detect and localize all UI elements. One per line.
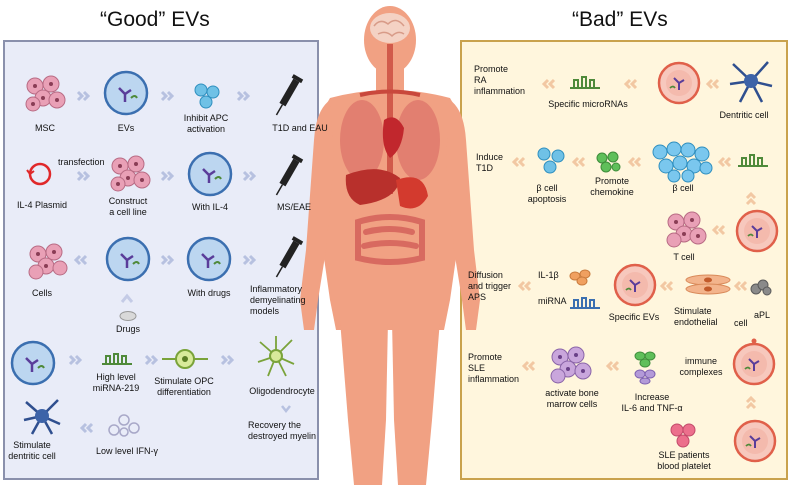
bad-evs-title: “Bad” EVs: [572, 8, 668, 31]
il1b-particles-icon: [569, 269, 591, 286]
immune-complexes-label: immune complexes: [679, 356, 723, 377]
microrna-icon: [570, 76, 600, 89]
ev-vesicle-icon: [10, 340, 56, 386]
oligodendrocyte-icon: [257, 336, 295, 377]
specific-ev-icon: [613, 263, 657, 307]
bad-ev-cell-icon: [735, 209, 779, 253]
stimulate-endothelial-label: Stimulate endothelial: [674, 306, 718, 327]
diffusion-aps-label: Diffusion and trigger APS: [468, 270, 512, 302]
specific-micrornas-label: Specific microRNAs: [548, 99, 628, 109]
increase-il6-label: Increase IL-6 and TNF-α: [621, 392, 683, 413]
cytokine-particles-icon: [634, 351, 656, 385]
t-cell-cluster-icon: [666, 211, 707, 248]
stomach-icon: [396, 177, 428, 209]
chevron-up-icon: [120, 293, 134, 303]
mirna-blue-icon: [570, 297, 600, 309]
activate-bone-marrow-label: activate bone marrow cells: [545, 388, 599, 409]
opc-cell-icon: [162, 349, 208, 369]
promote-sle-label: Promote SLE inflammation: [468, 352, 520, 384]
ifn-particles-icon: [108, 414, 140, 437]
bad-evs-panel: [460, 40, 788, 480]
high-mirna-label: High level miRNA-219: [92, 372, 140, 393]
drug-pill-icon: [119, 311, 137, 321]
msc-label: MSC: [35, 123, 55, 133]
bad-ev-cell-icon: [732, 338, 776, 386]
endothelial-cell-icon: [685, 274, 731, 295]
dendritic-cell-icon: [729, 61, 773, 103]
recovery-myelin-label: Recovery the destroyed myelin: [248, 420, 317, 441]
il4-plasmid-label: IL-4 Plasmid: [16, 200, 68, 210]
inhibit-apc-label: Inhibit APC activation: [183, 113, 229, 134]
ev-vesicle-icon: [103, 70, 149, 116]
bone-marrow-cluster-icon: [550, 346, 592, 384]
syringe-icon: [275, 154, 304, 196]
stimulate-dc-label: Stimulate dentritic cell: [8, 440, 56, 461]
plasmid-icon: [26, 162, 52, 186]
liver-icon: [345, 169, 400, 205]
promote-chemokine-label: Promote chemokine: [590, 176, 634, 197]
beta-cell-label: β cell: [672, 183, 694, 193]
syringe-icon: [275, 74, 304, 116]
dendritic-cell-icon: [23, 399, 61, 435]
transfection-label: transfection: [58, 157, 105, 167]
cells-label: Cells: [31, 288, 53, 298]
chemokine-icon: [596, 151, 621, 173]
with-il4-label: With IL-4: [191, 202, 229, 212]
human-body-figure: [300, 6, 480, 485]
stimulate-opc-label: Stimulate OPC differentiation: [154, 376, 214, 397]
drugs-label: Drugs: [115, 324, 141, 334]
chevron-down-icon: [281, 405, 291, 414]
beta-apoptosis-icon: [537, 147, 565, 174]
mirna-label: miRNA: [538, 296, 567, 306]
good-chevrons: [68, 90, 257, 434]
cell-line-cluster-icon: [110, 155, 151, 192]
ev-vesicle-icon: [187, 151, 233, 197]
beta-apoptosis-label: β cell apoptosis: [527, 183, 567, 204]
t-cell-label: T cell: [673, 252, 695, 262]
specific-evs-label: Specific EVs: [608, 312, 660, 322]
construct-cell-line-label: Construct a cell line: [108, 196, 148, 217]
bad-ev-cell-icon: [733, 419, 777, 463]
evs-label: EVs: [117, 123, 135, 133]
sle-platelet-label: SLE patients blood platelet: [657, 450, 711, 471]
induce-t1d-label: Induce T1D: [476, 152, 504, 173]
promote-ra-label: Promote RA inflammation: [474, 64, 526, 96]
beta-cell-cluster-icon: [652, 141, 713, 183]
ev-vesicle-icon: [186, 236, 232, 282]
good-evs-title: “Good” EVs: [100, 8, 210, 31]
microrna-icon: [738, 154, 768, 167]
inflammatory-models-label: Inflammatory demyelinating models: [250, 284, 306, 316]
bad-ev-cell-icon: [657, 61, 701, 105]
apl-antibody-icon: [750, 279, 772, 296]
platelet-icon: [670, 423, 696, 448]
t1d-eau-label: T1D and EAU: [272, 123, 328, 133]
syringe-icon: [275, 236, 304, 278]
ev-vesicle-icon: [105, 236, 151, 282]
brain-icon: [370, 13, 410, 43]
apc-particles-icon: [194, 83, 220, 109]
il1b-label: IL-1β: [538, 270, 559, 280]
intestines-icon: [355, 214, 425, 265]
dendritic-cell-label: Dentritic cell: [719, 110, 769, 120]
cell-label: cell: [734, 318, 748, 328]
msc-cluster-icon: [25, 75, 66, 112]
low-ifn-label: Low level IFN-γ: [95, 446, 159, 456]
heart-icon: [382, 117, 404, 158]
ms-eae-label: MS/EAE: [276, 202, 312, 212]
apl-label: aPL: [754, 310, 771, 320]
mirna-icon: [102, 353, 132, 365]
cells-cluster-icon: [28, 243, 68, 280]
oligodendrocyte-label: Oligodendrocyte: [249, 386, 315, 396]
with-drugs-label: With drugs: [187, 288, 231, 298]
